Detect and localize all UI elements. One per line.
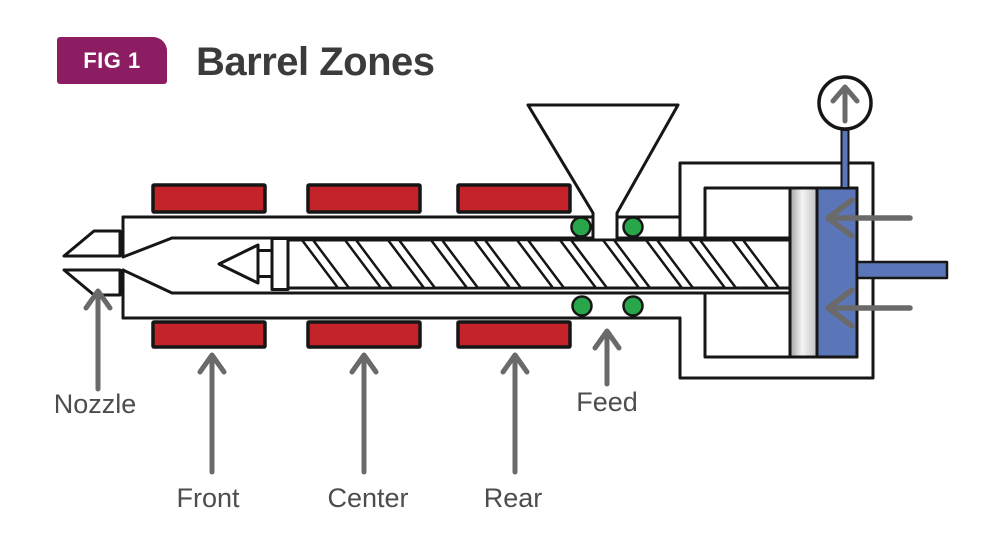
- flow-left-arrow-icon: [825, 287, 913, 329]
- gauge-stem: [840, 129, 850, 189]
- screw-tip: [217, 243, 260, 285]
- label-center: Center: [327, 483, 409, 513]
- nozzle-pointer-arrow: [83, 288, 113, 392]
- nozzle-lower-tip: [62, 268, 122, 297]
- screw-flight: [601, 238, 652, 290]
- sensor-dot: [622, 295, 644, 317]
- nozzle-upper-tip: [62, 229, 122, 258]
- figure-title: Barrel Zones: [196, 40, 435, 84]
- bore-taper: [121, 236, 174, 295]
- feed-pointer-arrow: [592, 328, 622, 387]
- hopper-outline: [526, 103, 680, 240]
- screw-flights: [300, 238, 781, 290]
- rear-pointer-arrow: [500, 352, 530, 475]
- heater-band-front-top: [151, 183, 267, 214]
- sensor-dot: [622, 216, 644, 238]
- label-front: Front: [176, 483, 240, 513]
- hopper: [526, 103, 680, 240]
- piston-rod: [855, 260, 949, 280]
- heater-band-center-bottom: [306, 320, 422, 349]
- annotation-arrows: [83, 84, 913, 475]
- heater-band-center-top: [306, 183, 422, 214]
- screw-tip-shaft: [256, 249, 274, 278]
- label-nozzle: Nozzle: [53, 389, 137, 419]
- heater-band-rear-bottom: [456, 320, 572, 349]
- label-feed: Feed: [576, 387, 638, 417]
- screw-flight: [558, 238, 609, 290]
- sensor-dot: [570, 216, 592, 238]
- screw-flight: [300, 238, 351, 290]
- check-ring: [270, 237, 290, 291]
- screw-flight: [386, 238, 437, 290]
- label-rear: Rear: [483, 483, 543, 513]
- sensor-dot: [571, 295, 593, 317]
- screw: [217, 237, 791, 291]
- screw-flight: [343, 238, 394, 290]
- figure-badge: FIG 1: [57, 37, 167, 84]
- barrel-top-wall: [121, 215, 792, 240]
- screw-flight: [472, 238, 523, 290]
- screw-flight: [429, 238, 480, 290]
- center-pointer-arrow: [349, 352, 379, 475]
- heater-band-rear-top: [456, 183, 572, 214]
- front-pointer-arrow: [197, 352, 227, 475]
- hopper-body: [528, 105, 678, 239]
- screw-flight: [687, 238, 738, 290]
- screw-flight: [730, 238, 781, 290]
- barrel-bottom-wall: [121, 291, 792, 320]
- flow-left-arrow-icon: [825, 197, 913, 239]
- screw-flight: [644, 238, 695, 290]
- screw-root-lines: [286, 238, 791, 290]
- screw-flight: [515, 238, 566, 290]
- heater-band-front-bottom: [151, 320, 267, 349]
- thrust-plate: [788, 186, 819, 359]
- gauge-up-arrow-icon: [830, 84, 860, 124]
- feed-sensors: [570, 216, 644, 317]
- heater-bands: [151, 183, 572, 349]
